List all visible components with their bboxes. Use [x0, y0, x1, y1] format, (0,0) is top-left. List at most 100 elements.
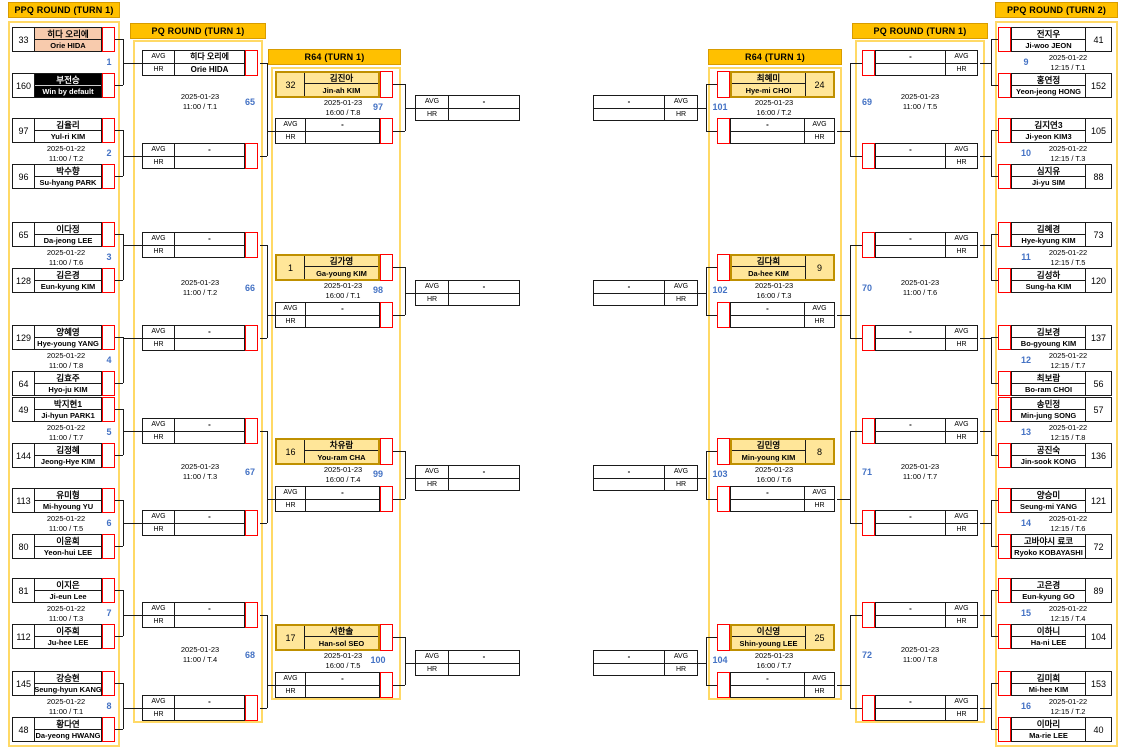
player-name-kr: 이윤희	[35, 535, 101, 547]
bracket-line	[393, 451, 405, 452]
avg-row: AVG-	[143, 603, 244, 616]
avg-value: -	[627, 282, 631, 292]
winner-marker-cell	[380, 486, 393, 512]
stat-rows: AVG-HR	[142, 418, 245, 444]
winner-marker-cell	[998, 27, 1011, 52]
match-date: 2025-01-22	[1048, 53, 1088, 62]
winner-marker-cell	[998, 371, 1011, 396]
player-name-kr: 홍연정	[1012, 74, 1085, 86]
player-name-kr: 양혜영	[35, 326, 101, 338]
player-name-kr: 이하니	[1012, 625, 1085, 637]
match-number: 68	[244, 650, 255, 660]
match-number: 103	[712, 469, 728, 479]
match-number: 101	[712, 102, 728, 112]
winner-marker-cell	[245, 695, 258, 721]
avg-label: AVG	[945, 696, 977, 708]
bracket-line	[706, 685, 717, 686]
stat-rows: AVG-HR	[275, 486, 380, 512]
hr-row: HR	[416, 293, 519, 305]
avg-row: AVG-	[143, 233, 244, 246]
bracket-line	[991, 500, 992, 546]
avg-row: -AVG	[876, 233, 977, 246]
winner-marker-cell	[245, 50, 258, 76]
player-name-kr: 전지우	[1012, 28, 1085, 40]
match-time: 11:00 / T.1	[48, 707, 84, 716]
match-time: 11:00 / T.7	[902, 472, 938, 481]
hr-label: HR	[143, 523, 175, 535]
stat-rows: AVG-HR	[275, 302, 380, 328]
player-name-kr: 강승현	[35, 672, 101, 684]
avg-value: -	[482, 97, 486, 107]
hr-label: HR	[804, 499, 834, 511]
hr-label: HR	[276, 315, 306, 327]
hr-row: HR	[276, 685, 379, 697]
bracket-line	[115, 500, 123, 501]
player-name-kr: 차유람	[305, 440, 378, 451]
hr-row: HR	[876, 708, 977, 720]
bracket-line	[123, 337, 124, 383]
avg-value: -	[208, 604, 211, 614]
round-header-ppq-left: PPQ ROUND (TURN 1)	[8, 2, 120, 18]
winner-marker-cell	[245, 232, 258, 258]
winner-marker-cell	[998, 717, 1011, 742]
stat-box: AVG-HR	[415, 465, 520, 491]
bracket-line	[850, 63, 851, 156]
winner-marker-cell	[380, 672, 393, 698]
bracket-line	[267, 499, 275, 500]
hr-value	[594, 109, 664, 121]
bracket-line	[115, 280, 123, 281]
avg-value: -	[208, 420, 211, 430]
avg-label: AVG	[945, 144, 977, 156]
hr-value	[449, 664, 519, 676]
avg-row: -AVG	[876, 51, 977, 64]
player-name-en: Bo-gyoung KIM	[1020, 339, 1077, 348]
bracket-line	[698, 108, 706, 109]
winner-marker-cell	[862, 143, 875, 169]
hr-row: HR	[876, 523, 977, 535]
bracket-line	[267, 615, 268, 708]
player-name-en: Ha-ni LEE	[1030, 638, 1067, 647]
stat-box: AVG-HR	[275, 118, 393, 144]
bracket-line	[260, 338, 267, 339]
bracket-line	[706, 267, 717, 268]
bracket-line	[991, 383, 998, 384]
winner-marker-cell	[245, 143, 258, 169]
player-name-en: Ji-woo JEON	[1025, 41, 1072, 50]
player-name-en: Da-yeong HWANG	[35, 731, 101, 740]
bracket-line	[991, 85, 998, 86]
match-time: 11:00 / T.8	[902, 655, 938, 664]
bracket-line	[837, 685, 850, 686]
winner-marker-cell	[380, 438, 393, 465]
winner-marker-cell	[998, 268, 1011, 293]
player-name-en: Yeon-jeong HONG	[1015, 87, 1081, 96]
avg-label: AVG	[416, 281, 449, 293]
match-number: 97	[372, 102, 383, 112]
avg-row: -AVG	[731, 119, 834, 132]
match-time: 12:15 / T.2	[1050, 707, 1086, 716]
hr-value	[175, 339, 244, 351]
hr-row: HR	[731, 131, 834, 143]
